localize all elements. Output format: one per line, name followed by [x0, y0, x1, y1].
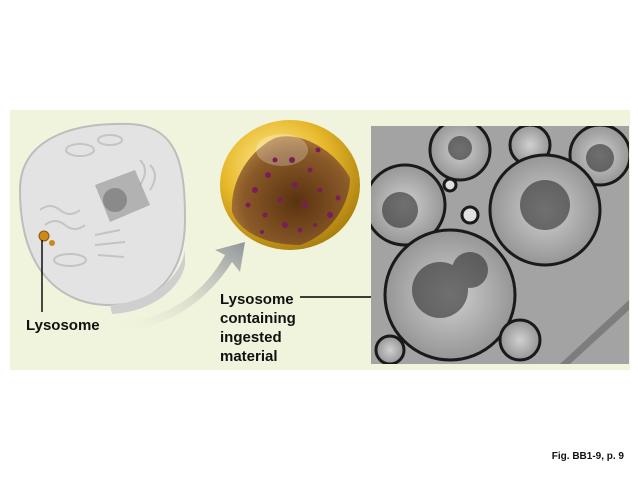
- curved-arrow-icon: [110, 242, 245, 332]
- animal-cell-diagram: [18, 122, 187, 314]
- label-line: Lysosome: [220, 291, 294, 308]
- lysosome-ingested-label: Lysosome containing ingested material: [220, 290, 296, 366]
- lysosome-3d-model: [220, 120, 360, 250]
- lysosome-label: Lysosome: [26, 317, 100, 334]
- label-line: material: [220, 348, 278, 365]
- figure-caption: Fig. BB1-9, p. 9: [551, 451, 624, 462]
- electron-micrograph: [371, 126, 629, 364]
- label-line: ingested: [220, 329, 282, 346]
- label-line: containing: [220, 310, 296, 327]
